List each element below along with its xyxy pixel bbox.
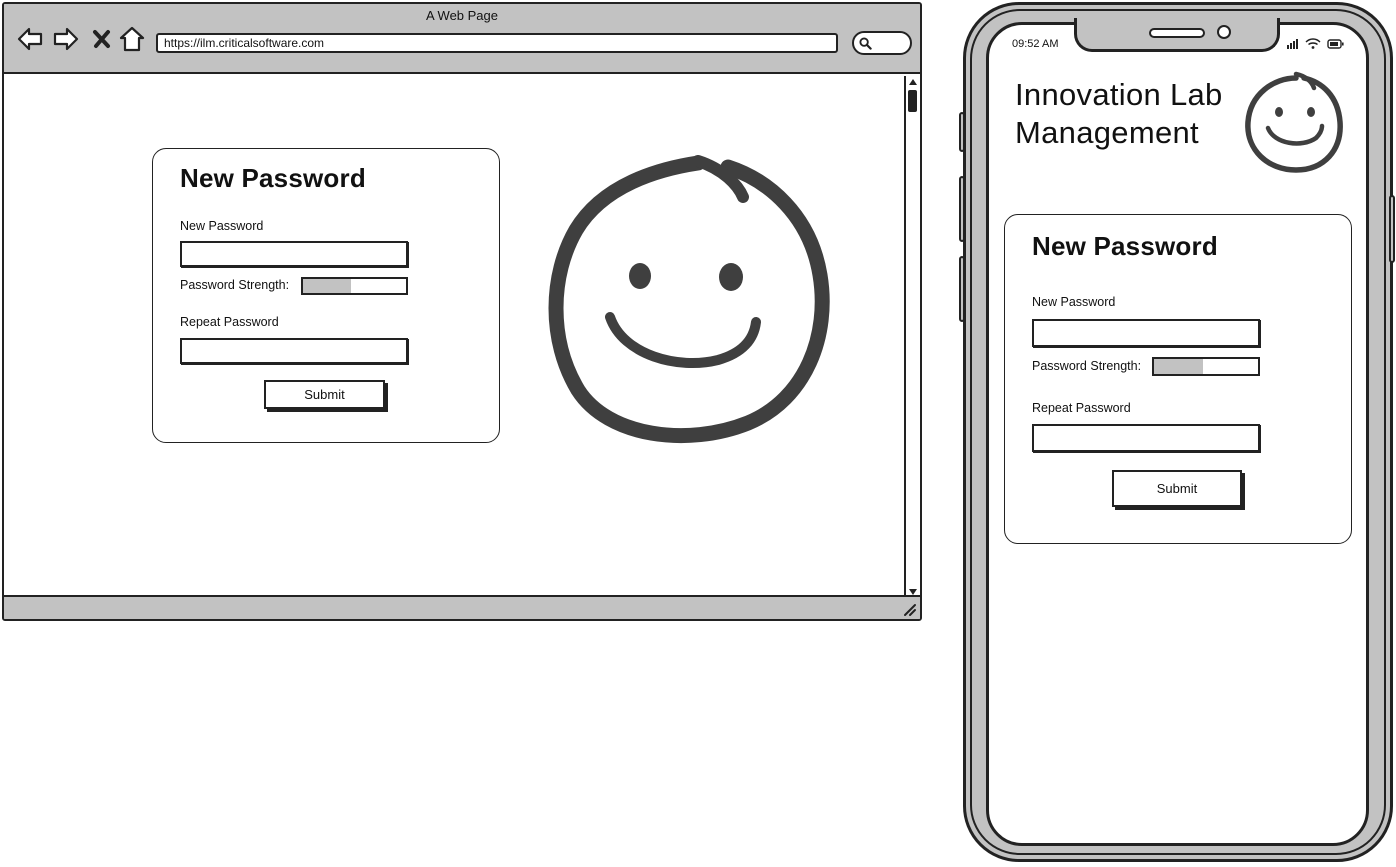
- phone-camera: [1217, 25, 1231, 39]
- phone-password-strength-fill: [1154, 359, 1203, 374]
- phone-new-password-card: New Password New Password Password Stren…: [1004, 214, 1352, 544]
- phone-card-title: New Password: [1032, 231, 1218, 261]
- browser-status-bar: [4, 595, 920, 619]
- wifi-icon: [1305, 38, 1321, 49]
- password-strength-meter: [301, 277, 408, 295]
- forward-arrow-icon[interactable]: [52, 24, 80, 54]
- phone-status-icons: [1287, 38, 1344, 49]
- back-arrow-icon[interactable]: [16, 24, 44, 54]
- phone-mute-switch: [959, 112, 965, 152]
- signal-icon: [1287, 39, 1298, 49]
- phone-volume-up-button: [959, 176, 965, 242]
- browser-toolbar: A Web Page https://ilm.criticalsoftware.…: [4, 4, 920, 74]
- phone-submit-button[interactable]: Submit: [1112, 470, 1242, 507]
- card-title: New Password: [180, 163, 366, 193]
- new-password-card: New Password New Password Password Stren…: [152, 148, 500, 443]
- phone-new-password-input[interactable]: [1032, 319, 1260, 347]
- smiley-face-icon: [548, 155, 830, 444]
- resize-grip-icon[interactable]: [901, 601, 917, 617]
- phone-new-password-label: New Password: [1032, 295, 1116, 309]
- repeat-password-input[interactable]: [180, 338, 408, 364]
- url-input[interactable]: https://ilm.criticalsoftware.com: [156, 33, 838, 53]
- phone-password-strength-label: Password Strength:: [1032, 359, 1142, 373]
- vertical-scrollbar[interactable]: [904, 76, 920, 598]
- browser-window-title: A Web Page: [425, 8, 499, 23]
- scroll-down-icon[interactable]: [908, 588, 918, 596]
- battery-icon: [1327, 39, 1344, 49]
- submit-button[interactable]: Submit: [264, 380, 385, 409]
- phone-volume-down-button: [959, 256, 965, 322]
- repeat-password-label: Repeat Password: [180, 315, 279, 329]
- new-password-label: New Password: [180, 219, 264, 233]
- app-title: Innovation Lab Management: [1015, 77, 1223, 150]
- home-icon[interactable]: [118, 24, 146, 54]
- phone-status-time: 09:52 AM: [1012, 38, 1059, 50]
- magnifier-icon: [859, 37, 872, 50]
- phone-speaker: [1149, 28, 1205, 38]
- smiley-face-icon: [1245, 71, 1343, 173]
- scroll-up-icon[interactable]: [908, 78, 918, 86]
- phone-repeat-password-input[interactable]: [1032, 424, 1260, 452]
- browser-search-button[interactable]: [852, 31, 912, 55]
- scroll-thumb[interactable]: [908, 90, 917, 112]
- new-password-input[interactable]: [180, 241, 408, 267]
- phone-power-button: [1389, 195, 1395, 263]
- password-strength-fill: [303, 279, 352, 293]
- phone-repeat-password-label: Repeat Password: [1032, 401, 1131, 415]
- close-x-icon[interactable]: [88, 24, 116, 54]
- password-strength-label: Password Strength:: [180, 278, 290, 292]
- phone-password-strength-meter: [1152, 357, 1260, 376]
